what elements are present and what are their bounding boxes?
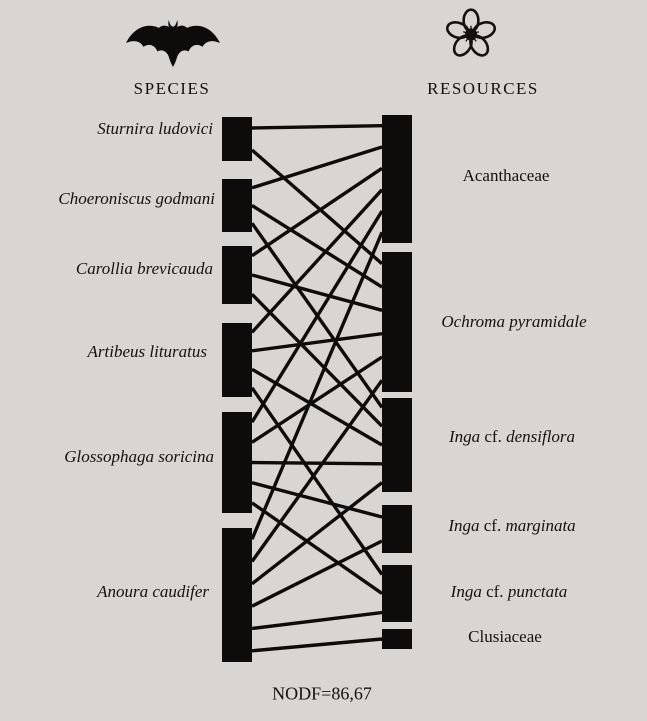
interaction-link [251,355,383,444]
interaction-link [250,379,384,563]
interaction-link [251,145,383,190]
resource-label: Acanthaceae [463,166,550,186]
resource-name-part: Inga [448,516,484,535]
interaction-link [250,481,384,586]
interaction-link [250,188,384,334]
species-label: Anoura caudifer [97,582,209,602]
species-label: Choeroniscus godmani [58,189,215,209]
nodf-value: NODF=86,67 [272,683,372,704]
interaction-link [251,273,383,312]
interaction-link [251,166,383,258]
resource-name-part: Ochroma pyramidale [441,312,587,331]
resources-column-title: RESOURCES [427,79,539,98]
resource-label: Inga cf. punctata [451,582,568,602]
interaction-link [251,124,383,130]
resource-bar [382,115,412,243]
species-bar [222,117,252,161]
interaction-link [251,332,383,353]
species-label: Artibeus lituratus [88,342,207,362]
interaction-link [251,539,383,608]
interaction-link [251,610,383,631]
interaction-link [251,460,383,466]
resource-name-part: Acanthaceae [462,166,550,185]
resource-bar [382,398,412,492]
species-column-title: SPECIES [133,79,211,98]
species-name: Choeroniscus godmani [58,189,215,208]
resource-name-part: cf. [484,427,507,446]
species-bar [222,412,252,513]
resource-name-part: cf. [486,582,508,601]
resource-label: Inga cf. densiflora [449,427,575,447]
resource-name-part: punctata [507,582,568,601]
resource-name-part: densiflora [506,427,576,446]
bat-icon [126,20,220,72]
species-bar [222,528,252,662]
species-name: Artibeus lituratus [87,342,207,361]
interaction-link [250,231,384,540]
flower-icon [445,8,497,71]
resource-name-part: Inga [450,582,487,601]
resource-bar [382,252,412,392]
interaction-link [250,293,384,428]
resource-name-part: Inga [448,427,485,446]
interaction-link [251,204,383,289]
interaction-link [251,637,383,653]
resource-bar [382,505,412,553]
resource-name-part: Clusiaceae [468,627,542,646]
species-label: Sturnira ludovici [97,119,213,139]
species-name: Carollia brevicauda [75,259,213,278]
species-bar [222,323,252,397]
interaction-link [251,501,383,595]
resource-bar [382,565,412,622]
interaction-link [250,210,384,423]
resource-name-part: cf. [483,516,506,535]
species-name: Anoura caudifer [97,582,209,601]
interaction-link [251,367,383,447]
species-bar [222,246,252,304]
resource-label: Ochroma pyramidale [441,312,586,332]
species-bar [222,179,252,232]
interaction-link [250,386,384,576]
species-label: Carollia brevicauda [76,259,213,279]
resource-label: Inga cf. marginata [448,516,575,536]
species-label: Glossophaga soricina [64,447,214,467]
resource-name-part: marginata [505,516,576,535]
resource-label: Clusiaceae [468,627,542,647]
species-name: Glossophaga soricina [64,447,214,466]
species-name: Sturnira ludovici [97,119,213,138]
resource-bar [382,629,412,649]
